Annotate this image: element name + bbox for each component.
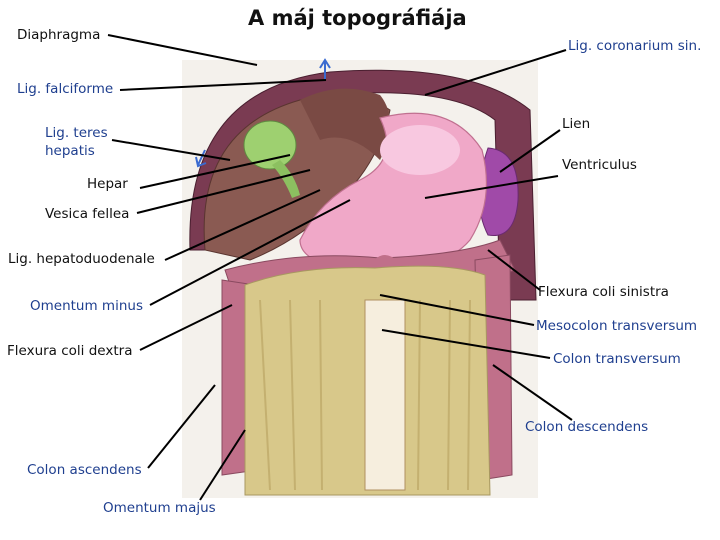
mesocolon-fold (372, 255, 398, 266)
stomach-highlight (380, 125, 460, 175)
mesocolon-window (364, 299, 406, 491)
label-colon-descendens: Colon descendens (525, 419, 649, 435)
leader-lig-teres (111, 139, 231, 161)
leader-flexura-coli-dextra (139, 304, 233, 351)
liver-left-lobe (300, 88, 390, 160)
label-lig-hepatoduodenale: Lig. hepatoduodenale (8, 251, 155, 267)
label-diaphragma: Diaphragma (17, 27, 101, 43)
label-lig-falciforme: Lig. falciforme (17, 81, 114, 97)
label-vesica-fellea: Vesica fellea (45, 206, 130, 222)
label-lien: Lien (562, 116, 591, 132)
label-omentum-minus: Omentum minus (30, 298, 143, 314)
leader-hepar (139, 154, 291, 189)
label-flexura-coli-dextra: Flexura coli dextra (7, 343, 133, 359)
leader-omentum-minus (149, 199, 351, 306)
leader-colon-transversum (381, 329, 551, 359)
label-colon-ascendens: Colon ascendens (27, 462, 142, 478)
label-omentum-majus: Omentum majus (103, 500, 216, 516)
leader-colon-descendens (492, 364, 573, 421)
leader-lien (499, 129, 561, 173)
leader-lines (107, 34, 573, 501)
leader-lig-falciforme (119, 79, 327, 91)
leader-vesica-fellea (136, 169, 311, 214)
page-title: A máj topográfiája (248, 6, 467, 30)
leader-mesocolon (379, 294, 535, 326)
leader-colon-ascendens (147, 384, 216, 469)
leader-ventriculus (424, 175, 559, 199)
lig-arrow-up (319, 58, 331, 80)
label-lig-teres: Lig. teres hepatis (45, 125, 108, 160)
label-flexura-coli-sinistra: Flexura coli sinistra (538, 284, 669, 300)
lig-arrow-down (195, 149, 207, 168)
label-ventriculus: Ventriculus (562, 157, 637, 173)
leader-omentum-majus (199, 429, 246, 501)
omentum-texture (259, 299, 471, 491)
label-mesocolon-transversum: Mesocolon transversum (536, 318, 698, 334)
leader-flexura-coli-sinistra (487, 249, 541, 291)
label-colon-transversum: Colon transversum (553, 351, 681, 367)
cystic-duct (272, 160, 300, 198)
label-hepar: Hepar (87, 176, 128, 192)
leader-lig-coronarium (424, 49, 567, 96)
gallbladder-shape (243, 120, 297, 170)
leader-diaphragma (107, 34, 258, 66)
label-lig-coronarium: Lig. coronarium sin. (568, 38, 702, 54)
leader-lig-hepatoduodenale (164, 189, 321, 261)
